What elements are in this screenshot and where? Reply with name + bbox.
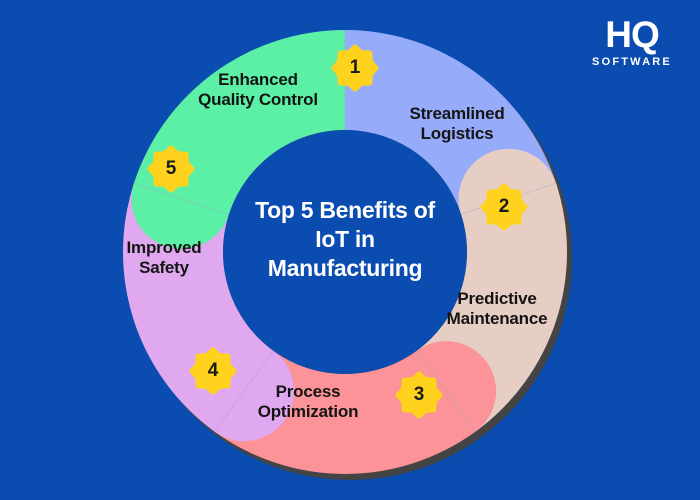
donut-center-disc — [223, 130, 467, 374]
logo-mark-text: HQ — [605, 14, 660, 55]
donut-divider — [133, 183, 230, 215]
logo-subtitle-text: SOFTWARE — [592, 56, 672, 68]
donut-divider — [416, 350, 476, 432]
donut-divider — [214, 350, 274, 432]
starburst-badge-icon — [189, 347, 237, 395]
number-badges — [147, 44, 528, 419]
center-title: Top 5 Benefits of IoT in Manufacturing — [255, 197, 435, 281]
hq-software-logo: HQ SOFTWARE — [584, 16, 680, 68]
starburst-badge-icon — [480, 183, 528, 231]
starburst-badge-icon — [331, 44, 379, 92]
starburst-badge-icon — [147, 145, 195, 193]
starburst-badge-icon — [395, 371, 443, 419]
